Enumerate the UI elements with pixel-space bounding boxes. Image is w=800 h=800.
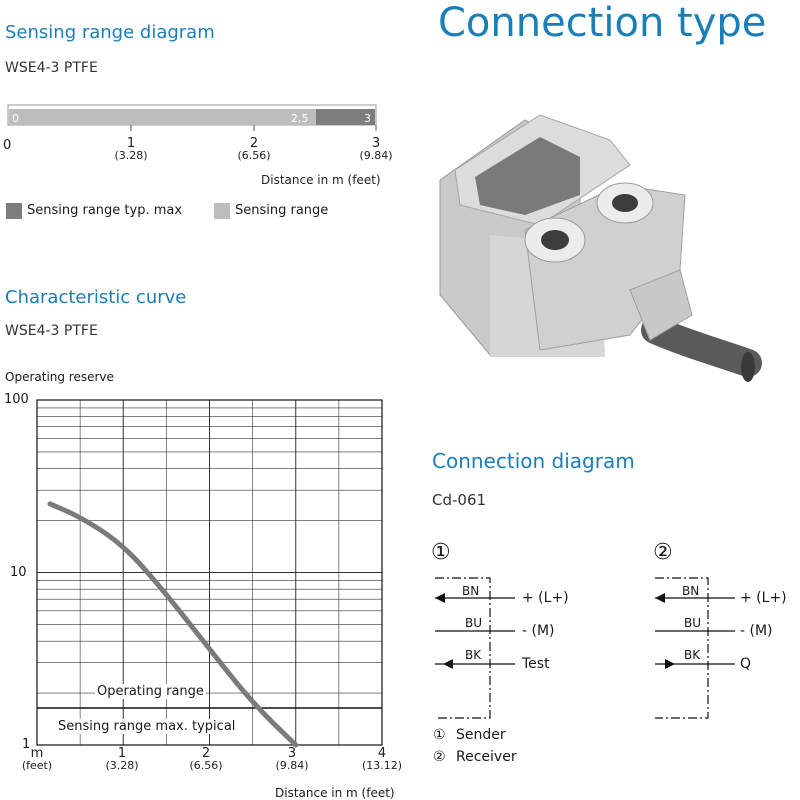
x-tick-4-m: 4: [377, 746, 387, 761]
characteristic-xlabel: Distance in m (feet): [275, 786, 395, 800]
x-tick-1: 1 (3.28): [102, 746, 142, 772]
connection-type-title: Connection type: [438, 0, 767, 46]
mount-hole-left: [541, 230, 569, 250]
receiver-arrow-bn: [655, 593, 665, 603]
sender-wire-bu-label: BU: [465, 616, 483, 630]
bar-label-typ: 2,5: [291, 112, 309, 125]
legend-sender-label: Sender: [456, 727, 506, 743]
legend-sender-marker: ①: [433, 727, 446, 743]
sensing-range-model: WSE4-3 PTFE: [5, 60, 98, 76]
characteristic-ylabel: Operating reserve: [5, 370, 114, 384]
sender-wiring: [435, 577, 515, 719]
receiver-wire-bu-label: BU: [684, 616, 702, 630]
sensor-cable-gland: [629, 269, 693, 341]
characteristic-model: WSE4-3 PTFE: [5, 323, 98, 339]
sensor-cable: [641, 316, 762, 377]
x-tick-3: 3 (9.84): [272, 746, 312, 772]
bar-axis-tick-2: 2 (6.56): [234, 136, 274, 162]
x-tick-1-ft: (3.28): [105, 759, 139, 772]
x-tick-unit: m (feet): [17, 746, 57, 772]
sender-signal-bu: - (M): [522, 623, 555, 639]
receiver-wire-bk-label: BK: [684, 648, 701, 662]
connection-diagram-title: Connection diagram: [432, 449, 635, 473]
sensor-optics-window: [475, 137, 580, 215]
legend-swatch-range: [214, 203, 230, 219]
y-tick-100: 100: [4, 392, 29, 407]
operating-range-label: Operating range: [95, 684, 206, 699]
characteristic-title: Characteristic curve: [5, 287, 187, 308]
legend-swatch-typ-max: [6, 203, 22, 219]
sensing-range-title: Sensing range diagram: [5, 22, 215, 43]
x-tick-4-ft: (13.12): [361, 759, 403, 772]
legend-label-range: Sensing range: [235, 203, 329, 218]
bar-axis-tick-0: 0: [3, 138, 12, 153]
sender-arrow-bk: [443, 659, 453, 669]
y-tick-1: 1: [22, 737, 31, 752]
operating-reserve-curve: [47, 501, 299, 748]
diagram-legend-sender: ① Sender: [433, 727, 506, 743]
x-tick-unit-m: m: [30, 746, 44, 761]
connection-diagram-code: Cd-061: [432, 491, 487, 509]
sensing-range-bar-chart: 0 2,5 3: [7, 104, 377, 131]
receiver-signal-bu: - (M): [740, 623, 773, 639]
bar-axis-label: Distance in m (feet): [261, 173, 381, 187]
x-tick-2: 2 (6.56): [186, 746, 226, 772]
sensing-range-bar-dark: [316, 109, 375, 125]
sensing-range-bar-light: [9, 109, 316, 125]
bar-axis-tick-3: 3 (9.84): [356, 136, 396, 162]
receiver-signal-bn: + (L+): [740, 590, 787, 606]
bar-axis-tick-1-ft: (3.28): [114, 149, 148, 162]
sender-housing-outline: [435, 577, 491, 719]
receiver-arrow-bk: [665, 659, 675, 669]
y-tick-10: 10: [10, 565, 27, 580]
sender-arrow-bn: [435, 593, 445, 603]
legend-label-typ-max: Sensing range typ. max: [27, 203, 183, 218]
x-tick-2-m: 2: [201, 746, 211, 761]
diagram-legend-receiver: ② Receiver: [433, 749, 517, 765]
receiver-signal-bk: Q: [740, 656, 752, 672]
bar-axis-tick-3-ft: (9.84): [359, 149, 393, 162]
x-tick-2-ft: (6.56): [189, 759, 223, 772]
sender-wire-bk-label: BK: [465, 648, 482, 662]
bar-axis-tick-1-m: 1: [126, 136, 136, 151]
sensor-cable-end: [741, 352, 755, 382]
sensing-max-label: Sensing range max. typical: [56, 719, 238, 734]
sender-signal-bk: Test: [522, 656, 550, 672]
receiver-housing-outline: [655, 577, 709, 719]
chart-grid: [37, 400, 382, 746]
bar-label-max: 3: [364, 112, 371, 125]
sender-signal-bn: + (L+): [522, 590, 569, 606]
x-tick-1-m: 1: [117, 746, 127, 761]
sender-wire-bn-label: BN: [462, 584, 480, 598]
x-tick-3-m: 3: [287, 746, 297, 761]
bar-axis-tick-2-ft: (6.56): [237, 149, 271, 162]
bar-label-start: 0: [12, 112, 19, 125]
x-tick-4: 4 (13.12): [357, 746, 407, 772]
sender-marker: ①: [431, 540, 451, 565]
x-tick-3-ft: (9.84): [275, 759, 309, 772]
bar-axis-tick-2-m: 2: [249, 136, 259, 151]
x-tick-unit-ft: (feet): [21, 759, 53, 772]
receiver-wire-bn-label: BN: [682, 584, 700, 598]
legend-receiver-label: Receiver: [456, 749, 517, 765]
bar-axis-tick-3-m: 3: [371, 136, 381, 151]
legend-receiver-marker: ②: [433, 749, 446, 765]
sensor-illustration: [439, 114, 762, 382]
bar-axis-tick-1: 1 (3.28): [111, 136, 151, 162]
chart-frame: [36, 399, 383, 746]
mount-hole-right: [612, 194, 638, 212]
receiver-marker: ②: [653, 540, 673, 565]
receiver-wiring: [655, 577, 735, 719]
